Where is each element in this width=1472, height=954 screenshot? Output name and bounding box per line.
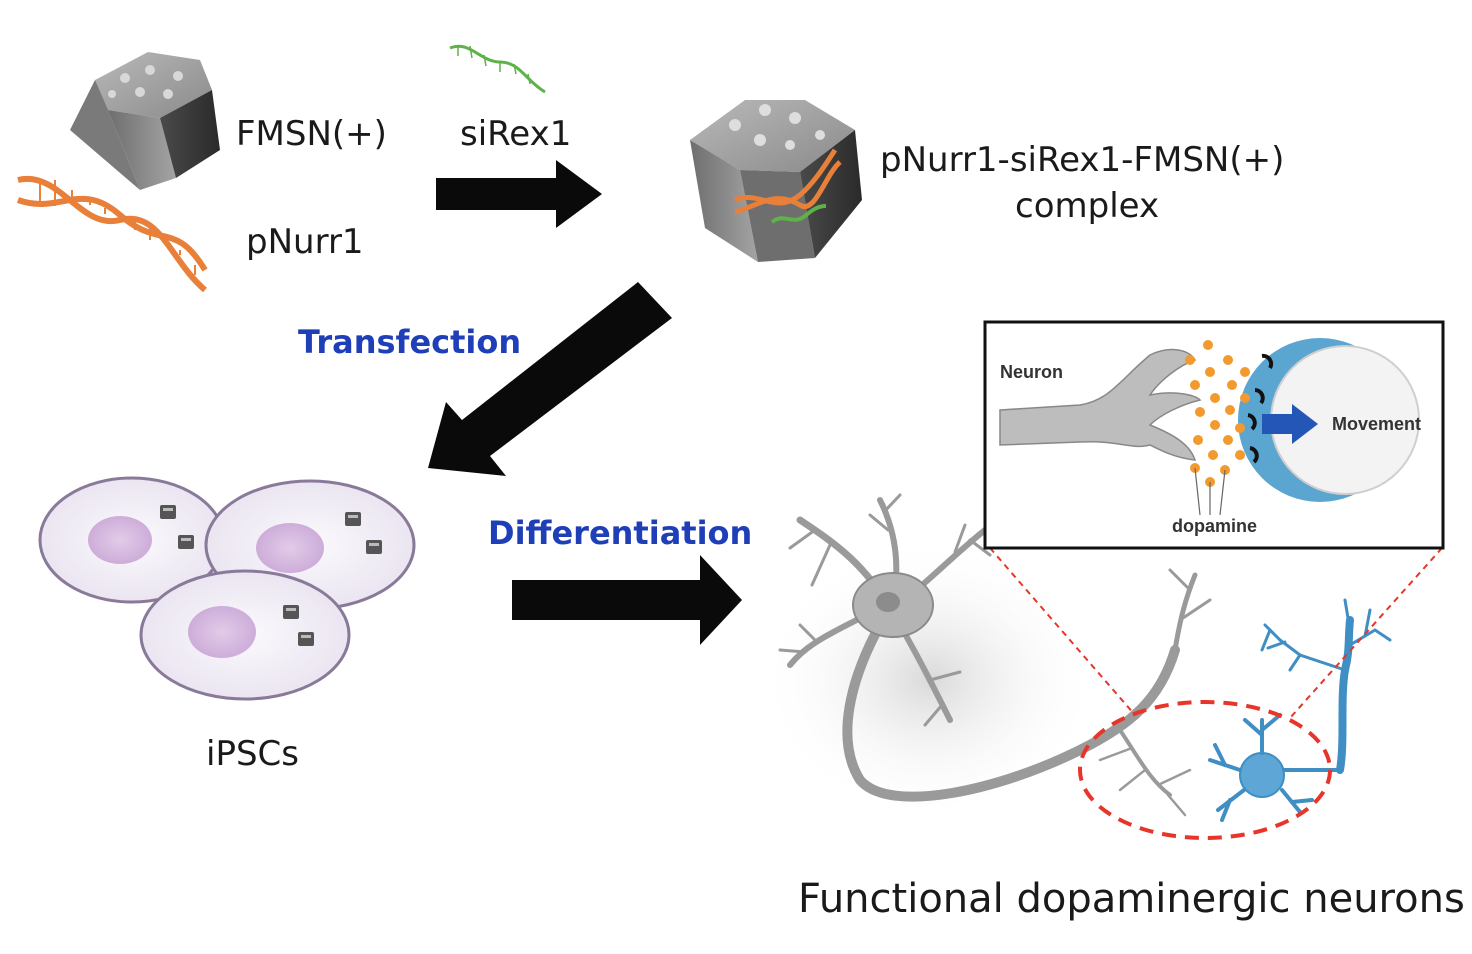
complex-label-line2: complex	[1015, 186, 1160, 226]
functional-neurons-caption: Functional dopaminergic neurons	[798, 876, 1465, 922]
inset-dopamine-label: dopamine	[1172, 516, 1258, 536]
synapse-inset	[983, 320, 1445, 550]
synapse-highlight	[989, 547, 1443, 840]
ipscs-label: iPSCs	[206, 734, 299, 774]
inset-movement-label: Movement	[1332, 414, 1422, 434]
transfection-label: Transfection	[298, 323, 522, 361]
target-neuron-icon	[1208, 598, 1392, 822]
pnurr1-label: pNurr1	[246, 222, 364, 262]
sirex1-rna-icon	[449, 44, 546, 94]
fmsn-particle-icon	[70, 52, 220, 190]
complex-particle-icon	[690, 100, 862, 262]
differentiation-arrow	[512, 555, 742, 645]
ipsc-cells-icon	[38, 476, 416, 701]
complex-label-line1: pNurr1-siRex1-FMSN(+)	[880, 140, 1285, 180]
transfection-arrow	[428, 282, 672, 476]
mix-arrow	[436, 160, 602, 228]
fmsn-label: FMSN(+)	[236, 114, 387, 154]
sirex1-label: siRex1	[460, 114, 572, 154]
pnurr1-dna-icon	[16, 175, 208, 293]
inset-neuron-label: Neuron	[1000, 362, 1063, 382]
differentiation-label: Differentiation	[488, 514, 753, 552]
